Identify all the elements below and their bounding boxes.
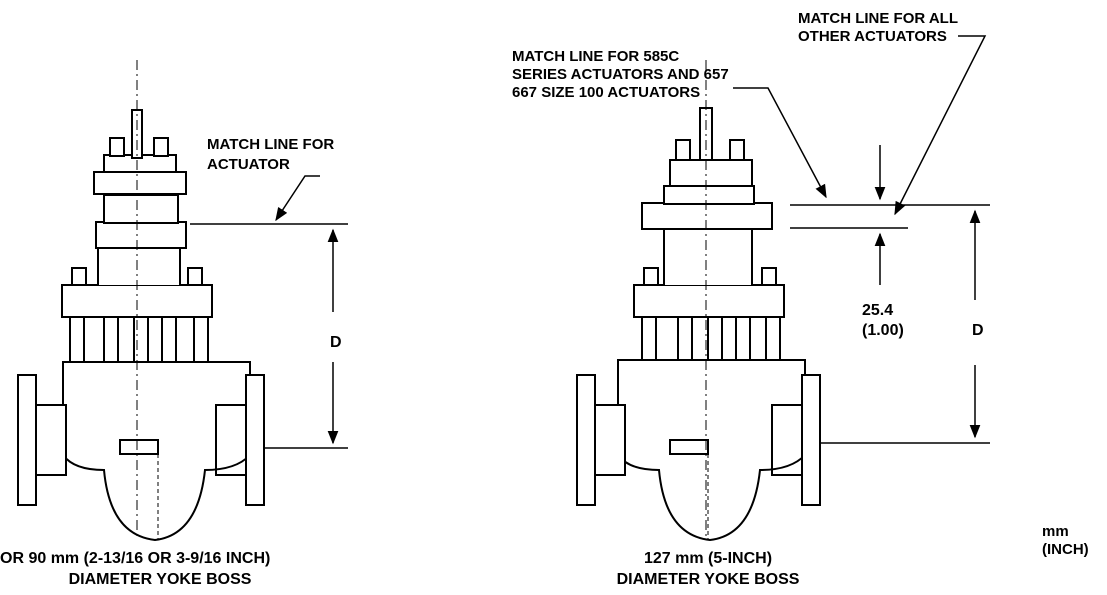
match-all-label-line2: OTHER ACTUATORS [798, 28, 947, 45]
right-dimension-d: D [972, 322, 984, 339]
match-585c-label-line3: 667 SIZE 100 ACTUATORS [512, 84, 701, 101]
left-inlet-flange [17, 374, 37, 506]
match-all-leader [894, 35, 987, 216]
right-caption-line1: 127 mm (5-INCH) [643, 550, 773, 567]
right-yoke-boss [641, 202, 773, 230]
right-inlet-flange [576, 374, 596, 506]
units-legend-mm: mm [1042, 523, 1069, 540]
right-outlet-flange [801, 374, 821, 506]
right-valve-body [617, 359, 806, 542]
units-legend-inch: (INCH) [1042, 541, 1089, 558]
left-dimension-d: D [330, 334, 342, 351]
offset-mm-value: 25.4 [862, 302, 894, 319]
left-match-label-line1: MATCH LINE FOR [207, 136, 335, 153]
match-585c-label-line1: MATCH LINE FOR 585C [512, 48, 680, 65]
right-valve-drawing [576, 60, 821, 542]
left-caption-line1: OR 90 mm (2-13/16 OR 3-9/16 INCH) [0, 550, 271, 567]
left-yoke-boss [95, 221, 187, 249]
left-match-label-line2: ACTUATOR [207, 156, 290, 173]
match-585c-label-line2: SERIES ACTUATORS AND 657 [512, 66, 729, 83]
match-585c-leader [733, 87, 827, 199]
match-all-label-line1: MATCH LINE FOR ALL [798, 10, 958, 27]
right-dimension-lines [733, 35, 990, 444]
offset-inch-value: (1.00) [862, 322, 904, 339]
left-match-leader [275, 175, 320, 222]
right-bonnet-flange [633, 284, 785, 318]
right-caption-line2: DIAMETER YOKE BOSS [616, 571, 800, 588]
left-valve-drawing [17, 60, 265, 542]
left-dimension-lines [190, 175, 348, 449]
left-outlet-flange [245, 374, 265, 506]
left-caption-line2: DIAMETER YOKE BOSS [68, 571, 252, 588]
